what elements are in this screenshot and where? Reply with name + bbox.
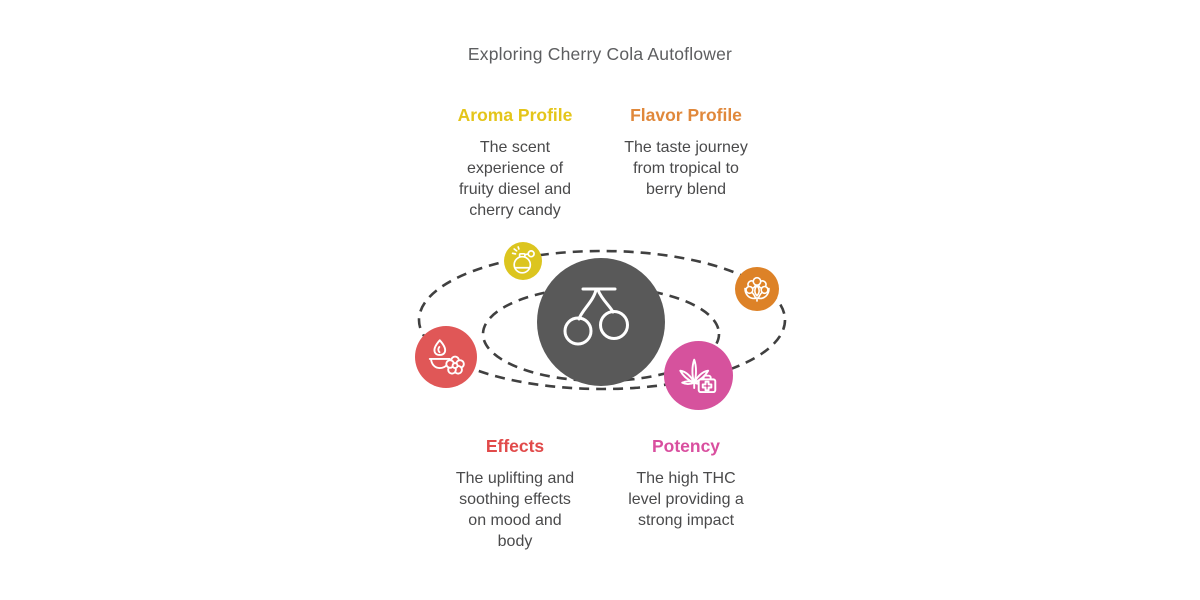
berry-icon: [744, 276, 770, 302]
center-circle: [537, 258, 665, 386]
effects-node: [415, 326, 477, 388]
aroma-node: [504, 242, 542, 280]
potency-node: [664, 341, 733, 410]
section-aroma: Aroma Profile The scent experience of fr…: [427, 105, 603, 221]
section-potency-heading: Potency: [651, 436, 721, 456]
orbit-ellipses: [417, 249, 787, 391]
perfume-spray-icon: [511, 246, 535, 274]
section-effects: Effects The uplifting and soothing effec…: [427, 436, 603, 552]
page-title: Exploring Cherry Cola Autoflower: [467, 44, 733, 64]
section-flavor-description: The taste journey from tropical to berry…: [624, 139, 748, 198]
inner-orbit: [481, 285, 721, 383]
outer-orbit: [417, 249, 787, 391]
section-flavor-heading: Flavor Profile: [630, 105, 742, 125]
section-effects-description: The uplifting and soothing effects on mo…: [455, 470, 575, 550]
oil-burner-flower-icon: [428, 339, 465, 375]
cherry-icon: [563, 287, 629, 346]
cannabis-medkit-icon: [678, 358, 716, 393]
section-potency-description: The high THC level providing a strong im…: [628, 470, 744, 529]
flavor-node: [735, 267, 779, 311]
section-flavor: Flavor Profile The taste journey from tr…: [598, 105, 774, 200]
section-aroma-heading: Aroma Profile: [457, 105, 573, 125]
section-effects-heading: Effects: [485, 436, 545, 456]
section-aroma-description: The scent experience of fruity diesel an…: [458, 139, 572, 219]
section-potency: Potency The high THC level providing a s…: [598, 436, 774, 531]
